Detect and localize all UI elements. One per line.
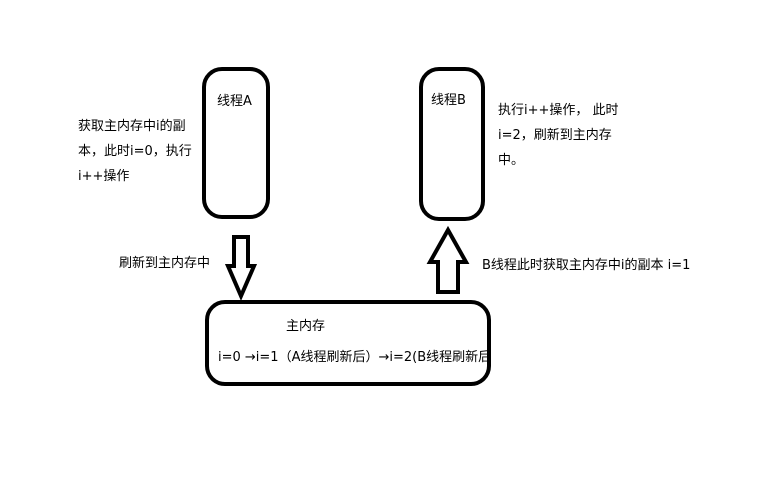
thread-b-note-line-2: i=2，刷新到主内存	[498, 128, 612, 143]
fetch-up-arrow	[426, 225, 470, 294]
thread-b-label: 线程B	[431, 93, 466, 108]
thread-a-box	[202, 67, 270, 219]
thread-b-box	[419, 67, 485, 221]
thread-a-note-line-3: i++操作	[78, 169, 130, 184]
main-memory-sequence: i=0 →i=1（A线程刷新后）→i=2(B线程刷新后	[218, 350, 492, 365]
thread-b-note-line-1: 执行i++操作， 此时	[498, 103, 619, 118]
main-memory-box	[205, 300, 491, 386]
thread-b-note-line-3: 中。	[498, 153, 525, 168]
flush-to-main-memory-label: 刷新到主内存中	[119, 256, 211, 271]
flush-down-arrow	[224, 235, 258, 302]
main-memory-label: 主内存	[286, 319, 326, 334]
thread-a-label: 线程A	[217, 94, 252, 109]
thread-a-note-line-2: 本，此时i=0，执行	[78, 144, 192, 159]
thread-a-note-line-1: 获取主内存中i的副	[78, 119, 186, 134]
thread-b-fetch-label: B线程此时获取主内存中i的副本 i=1	[482, 258, 691, 273]
